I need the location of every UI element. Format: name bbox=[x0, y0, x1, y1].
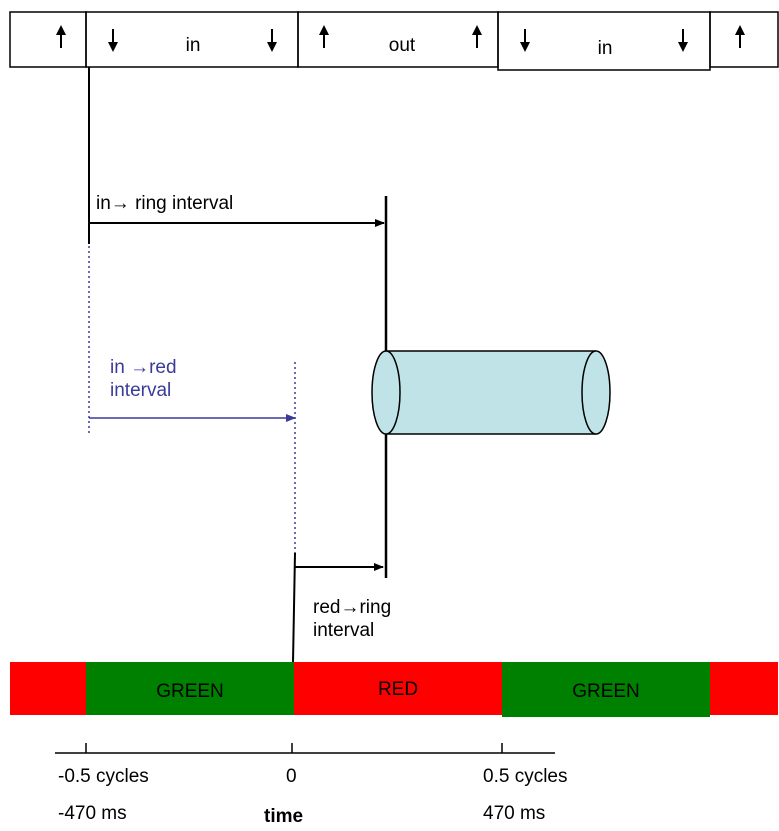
up-arrow-icon bbox=[472, 25, 482, 48]
signal-segment-red-left bbox=[10, 662, 86, 715]
up-arrow-icon bbox=[735, 25, 745, 48]
signal-segment-red-right bbox=[710, 662, 778, 715]
tick-label-pos-cycles: 0.5 cycles bbox=[483, 766, 568, 787]
in-ring-interval-label: in→ ring interval bbox=[96, 193, 234, 214]
up-arrow-icon bbox=[56, 25, 66, 48]
signal-segment-green-1 bbox=[86, 662, 294, 715]
tick-label-neg-cycles: -0.5 cycles bbox=[58, 766, 149, 787]
red-ring-interval-label-2: interval bbox=[313, 620, 375, 641]
phase-row bbox=[9, 11, 779, 71]
red-ring-interval-label-1: red→ring bbox=[313, 597, 392, 618]
signal-label-green-2: GREEN bbox=[572, 681, 640, 702]
cylinder-icon bbox=[371, 350, 611, 435]
red-onset-line bbox=[292, 552, 296, 663]
signal-label-red: RED bbox=[377, 679, 419, 700]
time-axis bbox=[55, 743, 555, 754]
phase-label-in: in bbox=[185, 35, 201, 56]
axis-title: time bbox=[264, 806, 304, 827]
signal-bar bbox=[10, 662, 778, 717]
down-arrow-icon bbox=[520, 29, 530, 52]
down-arrow-icon bbox=[108, 29, 118, 52]
in-red-interval-label-1: in →red bbox=[110, 357, 177, 378]
tick-label-neg-ms: -470 ms bbox=[58, 803, 127, 824]
down-arrow-icon bbox=[267, 29, 277, 52]
phase-label-in-2: in bbox=[597, 38, 613, 59]
signal-segment-green-2 bbox=[502, 662, 710, 717]
phase-arrows bbox=[56, 25, 745, 52]
up-arrow-icon bbox=[319, 25, 329, 48]
phase-cell-1 bbox=[9, 11, 87, 68]
signal-label-green-1: GREEN bbox=[156, 681, 224, 702]
tick-label-zero: 0 bbox=[286, 766, 297, 787]
tick-label-pos-ms: 470 ms bbox=[483, 803, 546, 824]
phase-cell-5 bbox=[709, 11, 779, 68]
phase-label-out: out bbox=[388, 35, 416, 56]
down-arrow-icon bbox=[678, 29, 688, 52]
in-red-interval-label-2: interval bbox=[110, 380, 172, 401]
signal-segment-red bbox=[294, 662, 502, 715]
